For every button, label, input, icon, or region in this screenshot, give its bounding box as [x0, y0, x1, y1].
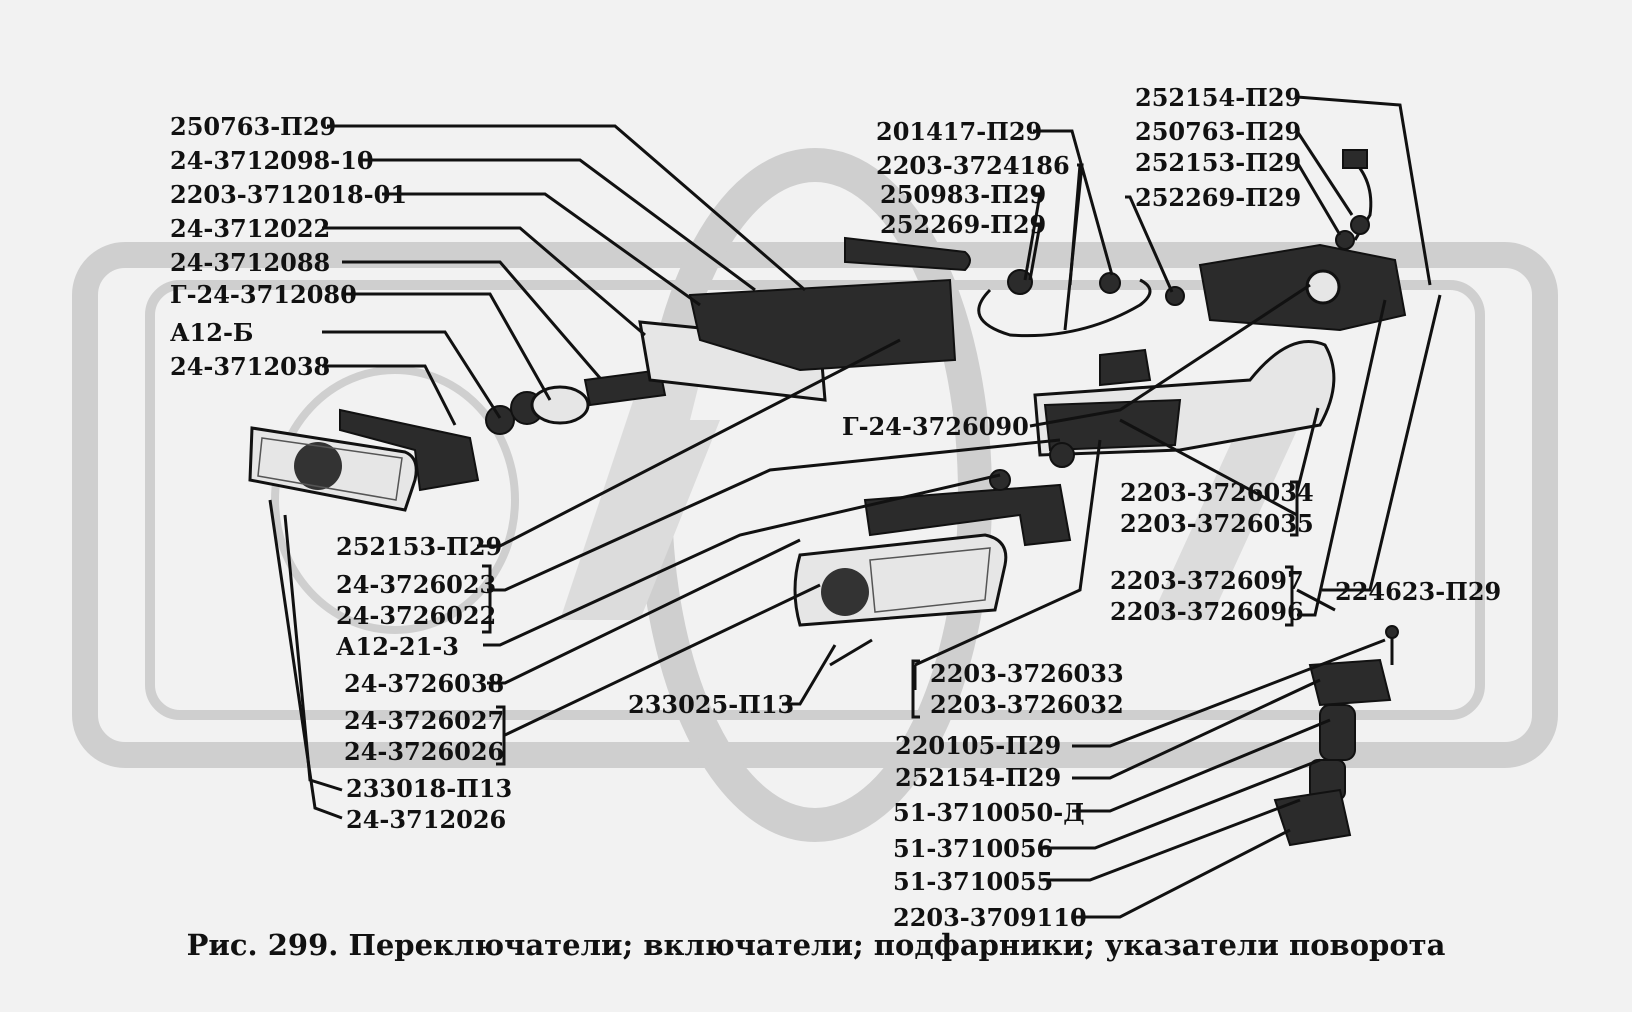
- left-lamp-bulb-parts: [485, 368, 667, 435]
- label-233025-p13: 233025-П13: [628, 690, 794, 719]
- label-252153-p29-top: 252153-П29: [1135, 148, 1301, 177]
- label-2203-3724186: 2203-3724186: [876, 151, 1070, 180]
- label-252269-p29-left: 252269-П29: [880, 210, 1046, 239]
- label-24-3726022: 24-3726022: [336, 601, 496, 630]
- label-2203-3726096: 2203-3726096: [1110, 597, 1304, 626]
- label-24-3726023: 24-3726023: [336, 570, 496, 599]
- label-2203-3709110: 2203-3709110: [893, 903, 1087, 932]
- label-24-3726027: 24-3726027: [344, 706, 504, 735]
- label-2203-3712018-01: 2203-3712018-01: [170, 180, 407, 209]
- label-250983-p29: 250983-П29: [880, 180, 1046, 209]
- label-24-3726038: 24-3726038: [344, 669, 504, 698]
- label-250763-p29-top: 250763-П29: [170, 112, 336, 141]
- label-2203-3726097: 2203-3726097: [1110, 566, 1304, 595]
- label-g-24-3726090: Г-24-3726090: [842, 412, 1029, 441]
- label-220105-p29: 220105-П29: [895, 731, 1061, 760]
- label-51-3710055: 51-3710055: [893, 867, 1053, 896]
- label-2203-3726032: 2203-3726032: [930, 690, 1124, 719]
- label-252154-p29-top: 252154-П29: [1135, 83, 1301, 112]
- turn-indicator-lens: [1033, 340, 1336, 468]
- label-24-3712098-10: 24-3712098-10: [170, 146, 374, 175]
- left-lamp-housing: [638, 236, 971, 402]
- label-2203-3726034: 2203-3726034: [1120, 478, 1314, 507]
- label-24-3726026: 24-3726026: [344, 737, 504, 766]
- leader-lines: [268, 95, 1442, 919]
- left-sidelamp-lens: [248, 426, 418, 512]
- right-lamp-housing: [1198, 149, 1407, 332]
- label-233018-p13: 233018-П13: [346, 774, 512, 803]
- label-24-3712038: 24-3712038: [170, 352, 330, 381]
- label-51-3710050-d: 51-3710050-Д: [893, 798, 1085, 827]
- label-252269-p29-right: 252269-П29: [1135, 183, 1301, 212]
- label-2203-3726033: 2203-3726033: [930, 659, 1124, 688]
- label-24-3712088: 24-3712088: [170, 248, 330, 277]
- figure-caption: Рис. 299. Переключатели; включатели; под…: [186, 928, 1446, 962]
- label-252153-p29-left: 252153-П29: [336, 532, 502, 561]
- label-brackets: [482, 480, 1299, 766]
- part-labels: 250763-П29 24-3712098-10 2203-3712018-01…: [170, 83, 1501, 932]
- lower-sidelamp-lens: [793, 533, 1008, 667]
- label-224623-p29: 224623-П29: [1335, 577, 1501, 606]
- label-24-3712026: 24-3712026: [346, 805, 506, 834]
- stoplight-switch: [1273, 625, 1399, 847]
- label-a12-21-3: А12-21-3: [336, 632, 459, 661]
- label-250763-p29-right: 250763-П29: [1135, 117, 1301, 146]
- left-lens-gasket: [339, 408, 480, 492]
- label-24-3712022: 24-3712022: [170, 214, 330, 243]
- label-2203-3726035: 2203-3726035: [1120, 509, 1314, 538]
- label-252154-p29-bottom: 252154-П29: [895, 763, 1061, 792]
- label-201417-p29: 201417-П29: [876, 117, 1042, 146]
- label-g-24-3712080: Г-24-3712080: [170, 280, 357, 309]
- label-51-3710056: 51-3710056: [893, 834, 1053, 863]
- switch-wire: [977, 269, 1185, 338]
- label-a12-b: А12-Б: [170, 318, 253, 347]
